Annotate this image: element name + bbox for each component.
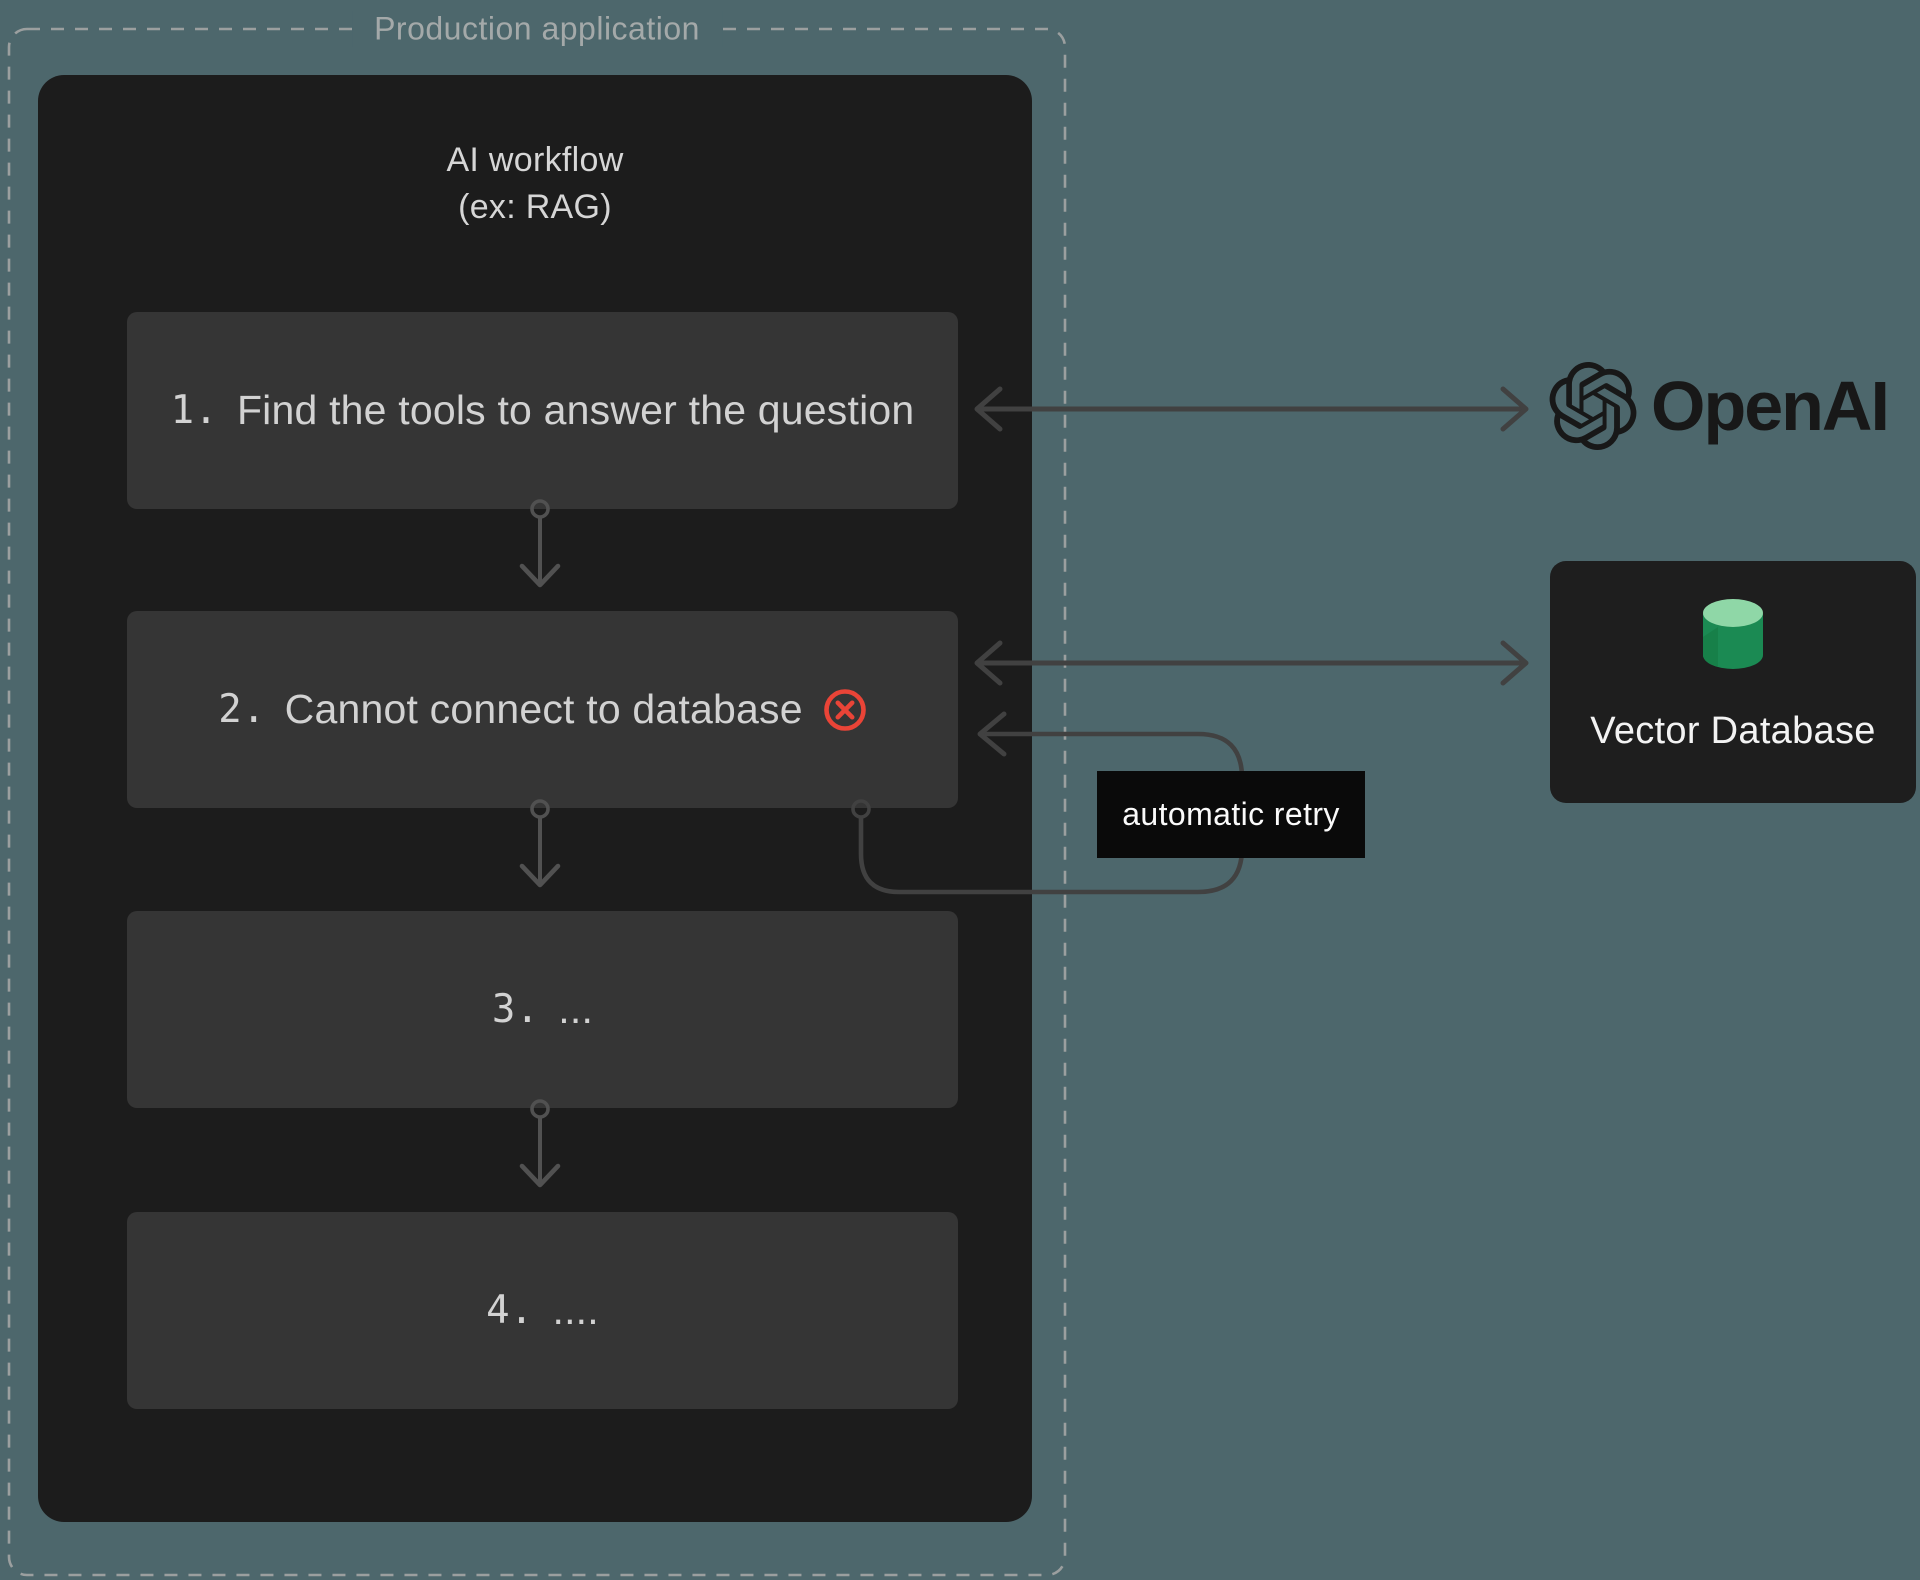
step-3-label: ... (558, 986, 594, 1032)
step-3-number: 3. (491, 987, 540, 1032)
workflow-title-line2: (ex: RAG) (458, 188, 612, 226)
openai-blossom-icon (1549, 362, 1637, 450)
vector-database-label: Vector Database (1590, 710, 1876, 752)
step-4-box: 4. .... (127, 1212, 958, 1409)
openai-logo: OpenAI (1549, 362, 1890, 450)
step-3-box: 3. ... (127, 911, 958, 1108)
step-1-number: 1. (170, 388, 218, 433)
automatic-retry-label: automatic retry (1097, 771, 1365, 858)
step-1-label: Find the tools to answer the question (236, 387, 915, 433)
openai-wordmark: OpenAI (1651, 367, 1890, 445)
step-1-box: 1. Find the tools to answer the question (127, 312, 958, 509)
step-4-label: .... (552, 1287, 599, 1333)
step-2-box: 2. Cannot connect to database (127, 611, 958, 808)
database-cylinder-icon (1703, 599, 1763, 669)
workflow-title: AI workflow (ex: RAG) (38, 137, 1032, 231)
arrow-step1-openai (974, 386, 1529, 432)
step-4-number: 4. (486, 1288, 534, 1333)
automatic-retry-text: automatic retry (1122, 796, 1340, 832)
arrow-step2-vectordb (974, 640, 1529, 686)
vector-database-card: Vector Database (1550, 561, 1916, 803)
step-2-number: 2. (218, 687, 266, 732)
workflow-title-line1: AI workflow (446, 141, 624, 179)
step-2-label: Cannot connect to database (284, 686, 803, 732)
circled-x-icon (823, 688, 866, 731)
production-application-title: Production application (352, 10, 722, 48)
